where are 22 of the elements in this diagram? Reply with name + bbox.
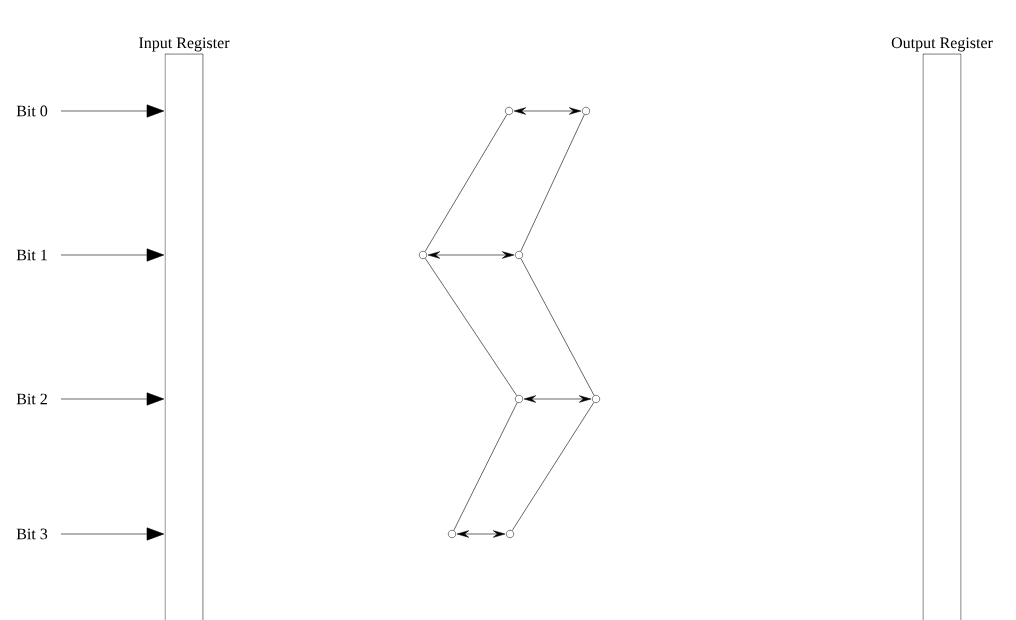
arrow <box>513 107 582 115</box>
arrow <box>60 527 165 541</box>
arrow <box>523 395 592 403</box>
connector-line <box>520 258 595 396</box>
register-box: Output Register <box>891 37 993 620</box>
node-label: Input Register <box>139 37 230 52</box>
bit-label: Bit 1 <box>16 249 47 261</box>
arrow <box>60 392 165 406</box>
bit-label: Bit 0 <box>16 105 48 117</box>
bit-label: Bit 2 <box>16 393 47 405</box>
connector-line <box>520 114 585 252</box>
connector-line <box>424 114 508 252</box>
connector-line <box>424 258 518 396</box>
connector-line <box>511 402 595 531</box>
register-box: Input Register <box>139 37 230 620</box>
arrow <box>60 248 165 262</box>
connector-line <box>453 402 518 531</box>
node-label: Output Register <box>891 37 993 52</box>
arrow <box>60 104 165 118</box>
arrow <box>427 251 515 259</box>
arrow <box>456 530 506 538</box>
bit-label: Bit 3 <box>16 528 48 540</box>
